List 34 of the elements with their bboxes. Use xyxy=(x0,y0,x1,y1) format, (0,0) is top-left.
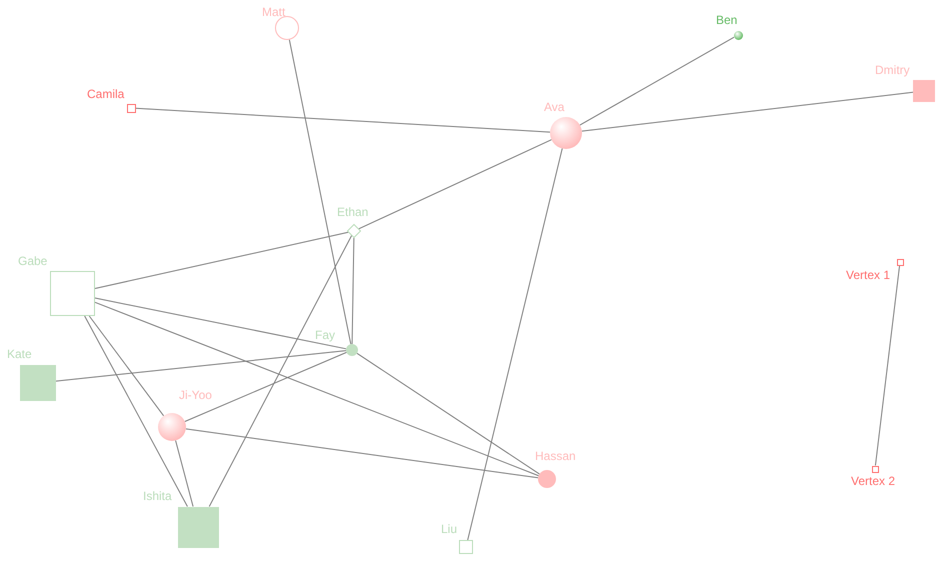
connector-line xyxy=(84,316,188,507)
node-label: Ava xyxy=(544,100,564,114)
connector-line xyxy=(56,350,347,382)
connector-line xyxy=(94,298,347,350)
connector-line xyxy=(88,316,164,416)
connector-line xyxy=(581,92,914,132)
connector-line xyxy=(184,352,347,422)
node-label: Dmitry xyxy=(875,63,910,77)
connector-line xyxy=(94,302,540,476)
connector-line xyxy=(185,428,539,478)
node-label: Matt xyxy=(262,5,286,19)
node-label: Gabe xyxy=(18,254,48,268)
node-label: Fay xyxy=(315,328,336,342)
node-label: Liu xyxy=(441,522,458,536)
connector-line xyxy=(352,237,354,344)
connector-line xyxy=(356,352,540,475)
connector-line xyxy=(135,108,551,133)
connector-line xyxy=(579,36,735,126)
connector-line xyxy=(94,232,349,289)
node-label: Ben xyxy=(716,13,738,27)
connector-line xyxy=(874,265,900,466)
node-label: Vertex 2 xyxy=(851,474,896,488)
connector-line xyxy=(288,39,352,345)
node-label: Hassan xyxy=(535,449,576,463)
connector-line xyxy=(208,235,352,507)
node-label: Kate xyxy=(7,347,32,361)
node-label: Vertex 1 xyxy=(846,268,890,282)
connector-line xyxy=(467,148,563,540)
node-label: Ji-Yoo xyxy=(179,388,212,402)
node-label: Ishita xyxy=(143,489,172,503)
connector-line xyxy=(358,139,552,230)
node-label: Ethan xyxy=(337,205,368,219)
connector-line xyxy=(175,440,194,507)
node-label: Camila xyxy=(87,87,124,101)
